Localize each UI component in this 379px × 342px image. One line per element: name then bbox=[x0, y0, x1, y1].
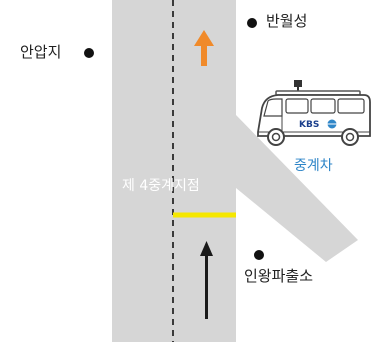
banwolseong-label: 반월성 bbox=[266, 12, 308, 30]
van-label: 중계차 bbox=[294, 158, 333, 174]
dark-up-arrow-icon bbox=[200, 241, 213, 319]
banwolseong-marker-icon bbox=[247, 18, 257, 28]
inwang-marker-icon bbox=[254, 250, 264, 260]
orange-up-arrow-icon bbox=[194, 30, 214, 66]
branch-road bbox=[236, 115, 358, 262]
anapji-label: 안압지 bbox=[20, 43, 62, 61]
checkpoint-label: 제 4중계지점 bbox=[122, 178, 200, 194]
van-brand-text: KBS bbox=[299, 120, 320, 130]
anapji-marker-icon bbox=[84, 48, 94, 58]
inwang-police-label: 인왕파출소 bbox=[244, 267, 314, 285]
broadcast-van-icon bbox=[257, 80, 371, 146]
